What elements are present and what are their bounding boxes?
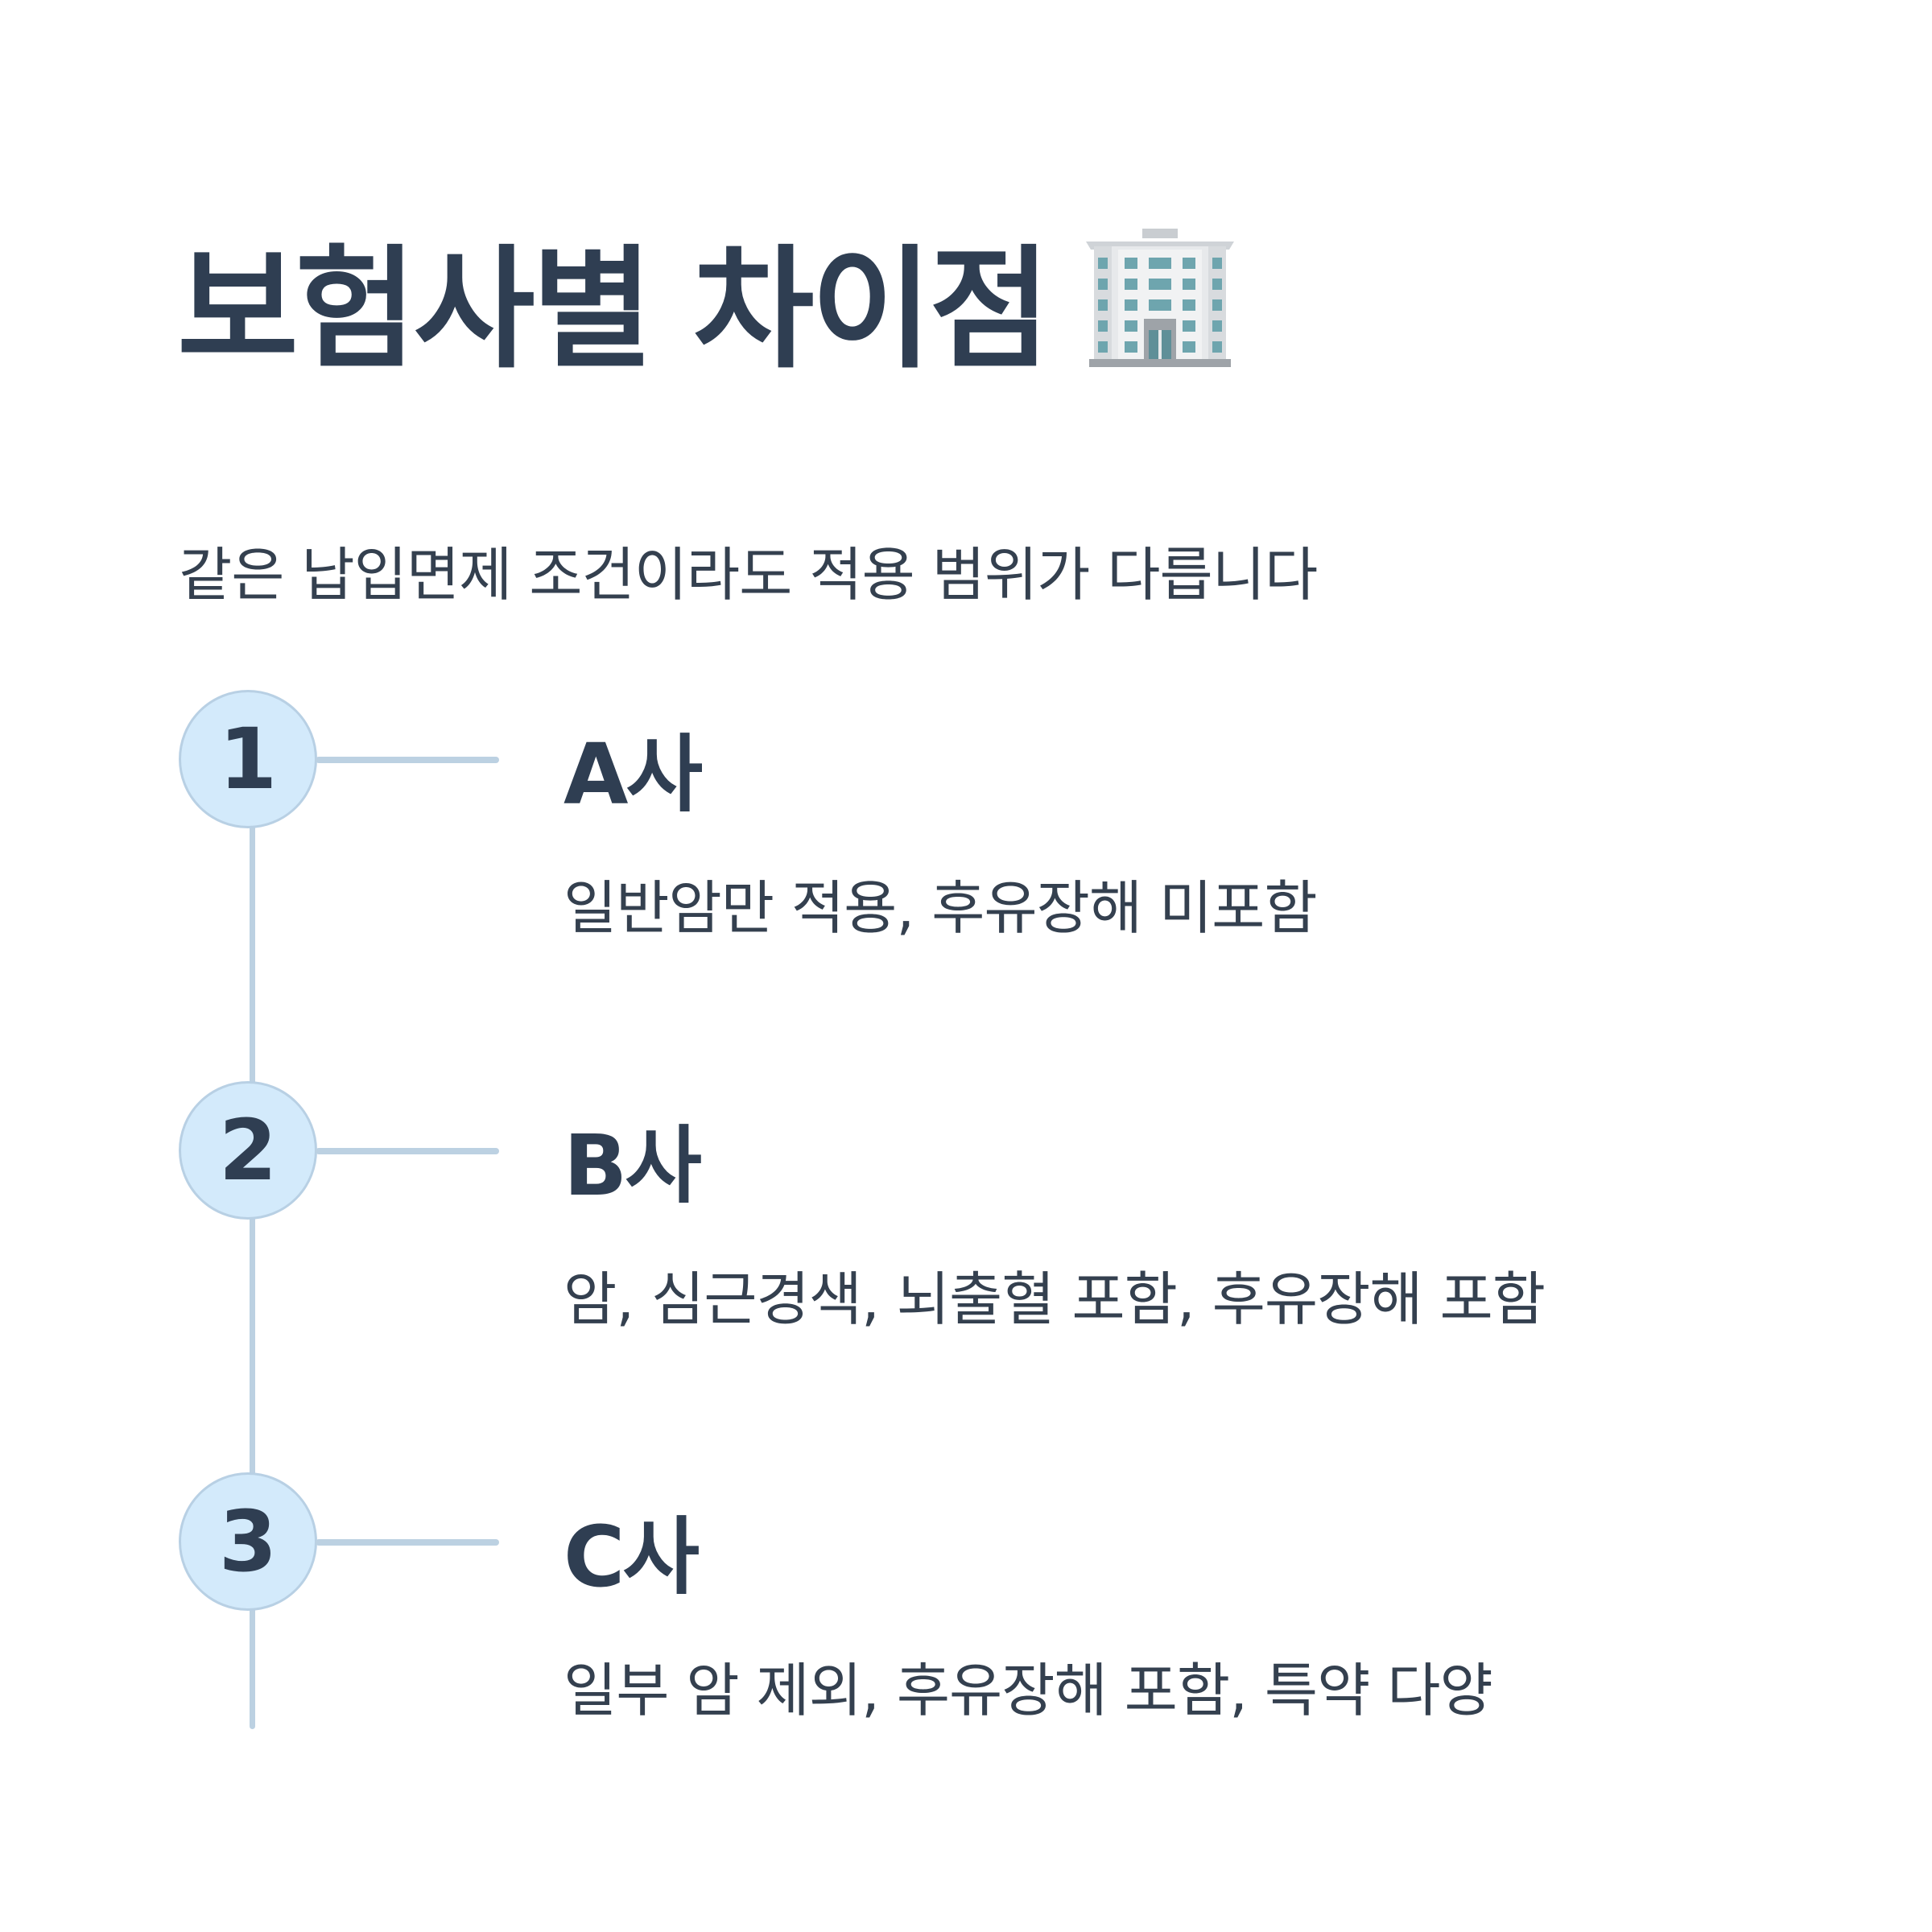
timeline-vertical-line — [250, 757, 255, 1729]
step-description: 일반암만 적용, 후유장해 미포함 — [564, 874, 1318, 942]
step-connector-line — [316, 1148, 499, 1154]
step-heading: B사 — [564, 1117, 702, 1215]
office-building-icon — [1086, 229, 1235, 367]
step-heading: A사 — [564, 725, 703, 824]
page-subtitle: 같은 납입면제 조건이라도 적용 범위가 다릅니다 — [179, 541, 1318, 609]
step-connector-line — [316, 1539, 499, 1546]
page-title: 보험사별 차이점 — [177, 217, 1235, 386]
timeline-step-3: 3 C사 일부 암 제외, 후유장해 포함, 특약 다양 — [0, 1472, 1932, 1810]
step-heading: C사 — [564, 1508, 700, 1606]
page-title-text: 보험사별 차이점 — [177, 232, 1051, 386]
timeline-step-1: 1 A사 일반암만 적용, 후유장해 미포함 — [0, 690, 1932, 1028]
step-description: 암, 심근경색, 뇌출혈 포함, 후유장해 포함 — [564, 1265, 1546, 1333]
step-connector-line — [316, 757, 499, 763]
step-number-badge: 2 — [179, 1081, 317, 1220]
step-number-badge: 3 — [179, 1472, 317, 1611]
timeline-step-2: 2 B사 암, 심근경색, 뇌출혈 포함, 후유장해 포함 — [0, 1081, 1932, 1419]
step-description: 일부 암 제외, 후유장해 포함, 특약 다양 — [564, 1657, 1493, 1724]
step-number-badge: 1 — [179, 690, 317, 828]
